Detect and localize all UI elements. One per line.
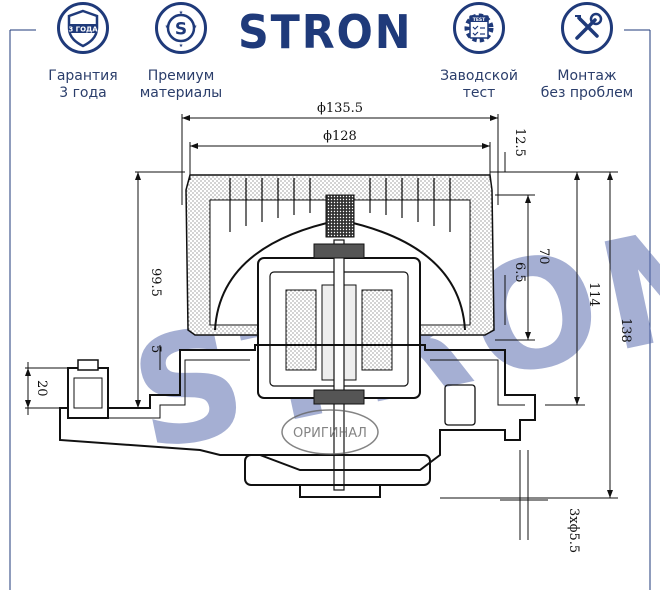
dim-5: 5 <box>148 345 163 353</box>
svg-text:ОРИГИНАЛ: ОРИГИНАЛ <box>293 426 367 441</box>
dim-inner-diameter: ϕ128 <box>323 129 357 144</box>
svg-text:★: ★ <box>165 24 170 30</box>
materials-caption-line2: материалы <box>139 85 223 101</box>
warranty-badge: 3 ГОДА Гарантия 3 года <box>33 2 133 102</box>
easy-install-caption-line1: Монтаж <box>557 68 617 84</box>
factory-test-badge: TEST Заводской тест <box>429 2 529 102</box>
factory-test-caption-line2: тест <box>462 85 496 101</box>
factory-test-caption-line1: Заводской <box>440 68 518 84</box>
tools-icon <box>561 2 613 54</box>
electrical-connector <box>67 359 109 419</box>
original-seal: ОРИГИНАЛ <box>281 409 379 455</box>
easy-install-caption-line2: без проблем <box>540 85 634 101</box>
dim-70: 70 <box>536 248 551 265</box>
dim-114: 114 <box>586 282 601 307</box>
housing-base <box>59 344 536 498</box>
dim-outer-diameter: ϕ135.5 <box>317 101 363 116</box>
shield-3-years-icon: 3 ГОДА <box>57 2 109 54</box>
svg-text:★: ★ <box>179 10 184 16</box>
stron-logo: STRON <box>238 5 413 59</box>
svg-text:★: ★ <box>193 24 198 30</box>
warranty-caption-line2: 3 года <box>59 85 107 101</box>
dim-6-5: 6.5 <box>512 262 527 283</box>
gear-test-icon: TEST <box>453 2 505 54</box>
dim-20: 20 <box>34 380 49 397</box>
dim-top-gap: 12.5 <box>512 128 527 157</box>
svg-text:★: ★ <box>179 43 184 48</box>
svg-text:S: S <box>175 20 187 40</box>
materials-caption-line1: Премиум <box>147 68 215 84</box>
dim-138: 138 <box>618 318 633 343</box>
dim-left-height: 99.5 <box>148 268 163 297</box>
materials-badge: S ★ ★ ★ ★ Премиум материалы <box>131 2 231 102</box>
warranty-caption-line1: Гарантия <box>48 68 118 84</box>
motor-assembly <box>257 239 421 491</box>
easy-install-badge: Монтаж без проблем <box>537 2 637 102</box>
svg-text:3 ГОДА: 3 ГОДА <box>68 26 98 34</box>
svg-text:TEST: TEST <box>473 17 486 23</box>
dollar-badge-icon: S ★ ★ ★ ★ <box>155 2 207 54</box>
dim-holes: 3xϕ5.5 <box>566 508 581 553</box>
